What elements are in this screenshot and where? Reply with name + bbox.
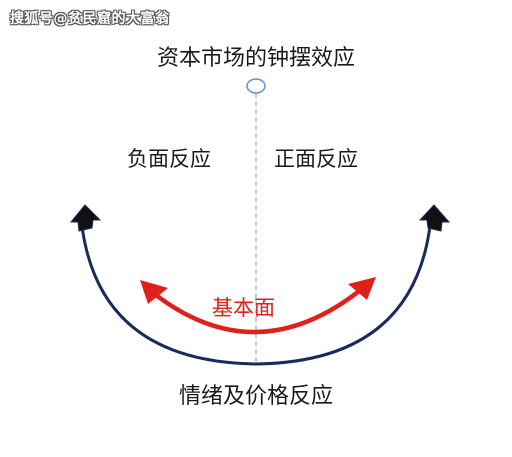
negative-reaction-label: 负面反应	[127, 147, 211, 171]
inner-arc	[150, 286, 365, 335]
outer-arrow-left-icon	[69, 204, 102, 232]
inner-arrow-right-icon	[348, 277, 376, 300]
inner-arrow-left-icon	[140, 280, 168, 304]
outer-arrow-right-icon	[418, 204, 451, 232]
positive-reaction-label: 正面反应	[274, 147, 358, 171]
sentiment-price-label: 情绪及价格反应	[178, 384, 333, 409]
outer-arc	[80, 225, 432, 366]
watermark: 搜狐号@贫民窟的大富翁	[10, 11, 170, 27]
fundamentals-label: 基本面	[212, 296, 275, 320]
diagram-title: 资本市场的钟摆效应	[156, 46, 355, 71]
pivot-circle	[246, 78, 266, 94]
